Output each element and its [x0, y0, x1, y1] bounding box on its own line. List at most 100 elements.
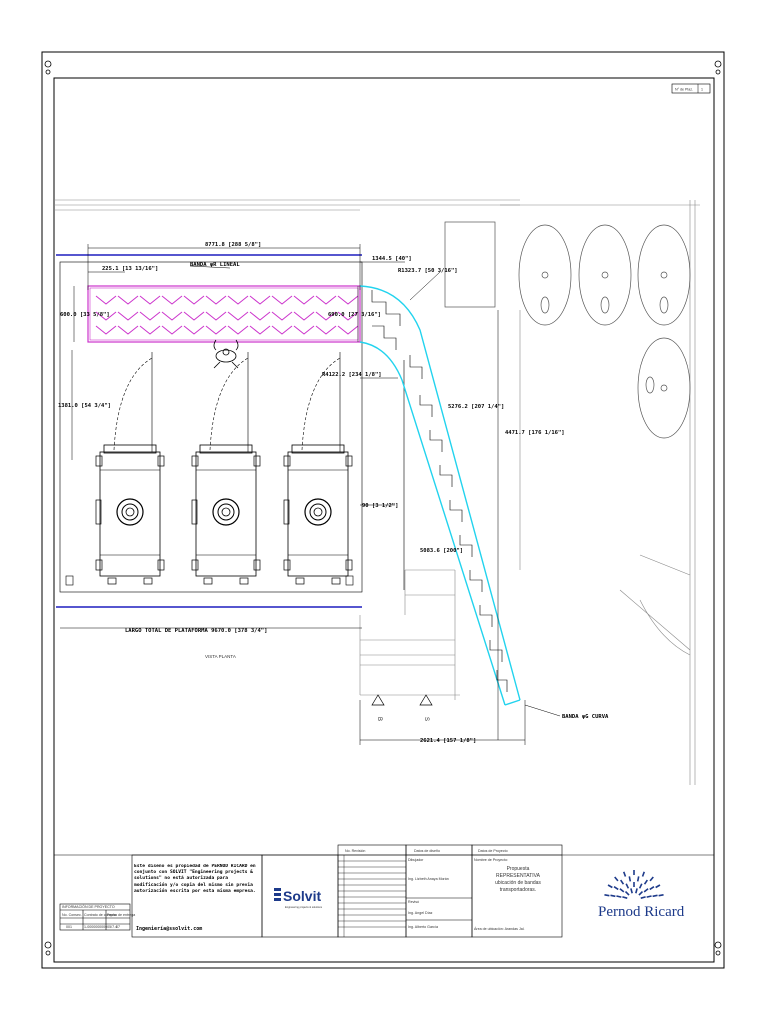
- revision-header: No. Revisión: [345, 849, 365, 853]
- filling-machine: [191, 352, 261, 585]
- emblem-ray: [643, 879, 648, 885]
- view-label: VISTA PLANTA: [205, 654, 236, 659]
- dim-top-width: 8771.8 [288 5/8"]: [205, 242, 261, 248]
- emblem-ray: [622, 871, 627, 877]
- emblem-ray: [630, 888, 633, 894]
- emblem-ray: [610, 894, 616, 898]
- linear-band: [87, 285, 361, 343]
- emblem-ray: [652, 894, 658, 898]
- equipment-box: [444, 221, 496, 308]
- emblem-ray: [635, 888, 638, 894]
- disclaimer-text: Este diseño es propiedad de PERNOD RICAR…: [134, 864, 256, 894]
- info-table-val-2: 1-000000000005/7.4: [84, 925, 117, 929]
- curved-band-steps: [371, 290, 508, 692]
- emblem-ray: [619, 888, 625, 893]
- emblem-ray: [625, 883, 630, 889]
- info-table-title: INFORMACIÓN DE PROYECTO: [62, 904, 115, 909]
- emblem-ray: [620, 879, 625, 885]
- operator-icon: [213, 339, 239, 369]
- contact-email[interactable]: Ingeniería@ssolvit.com: [136, 925, 202, 932]
- reviewer-name: Ing. Angel Díaz: [408, 911, 433, 915]
- client-name: Pernod Ricard: [598, 904, 685, 920]
- emblem-ray: [613, 886, 619, 891]
- view-markers: [371, 694, 433, 706]
- location: Área de ubicación: Arandas Jal.: [474, 927, 525, 931]
- emblem-ray: [641, 871, 646, 877]
- dim-left-vertical: 1381.0 [54 3/4"]: [58, 403, 111, 409]
- marker-square-left: [65, 575, 74, 586]
- filling-machine: [95, 352, 165, 585]
- approver-name: Ing. Alberto García: [408, 925, 438, 929]
- dim-bottom-width: 2621.4 [157 1/8"]: [420, 738, 476, 744]
- emblem-ray: [622, 896, 628, 899]
- disclaimer-box: Este diseño es propiedad de PERNOD RICAR…: [134, 864, 256, 894]
- emblem-ray: [646, 895, 652, 898]
- page-number: 1: [701, 88, 703, 92]
- corner-marks: [44, 60, 722, 956]
- label-band-linear: BANDA φR LINEAL: [190, 262, 240, 268]
- emblem-ray: [628, 876, 632, 882]
- outer-frame: [41, 51, 725, 969]
- drawer-label: Dibujador: [408, 858, 424, 862]
- project-name: Propuesta REPRESENTATIVA ubicación de ba…: [495, 866, 541, 893]
- emblem-ray: [604, 894, 610, 897]
- solvit-tagline: Engineering projects & solutions: [285, 905, 323, 909]
- project-header: Datos de Proyecto: [478, 849, 508, 853]
- dim-curve-radius: R1323.7 [50 3/16"]: [398, 268, 458, 274]
- info-table-col-1: No. Consec.: [62, 913, 82, 917]
- solvit-name: Solvit: [283, 888, 321, 904]
- reviewer-label: Revisó: [408, 900, 419, 904]
- info-table-col-2: Contrato de compra: [84, 913, 116, 917]
- dim-band-height-left: 600.0 [33 5/8"]: [60, 312, 110, 318]
- page-number-box: N° de Plaz. 1: [671, 83, 711, 94]
- emblem-ray: [638, 883, 643, 889]
- emblem-ray: [640, 896, 646, 899]
- dim-diag-length: 5276.2 [207 1/4"]: [448, 404, 504, 410]
- filling-machines: [95, 352, 353, 585]
- info-table-col-3: Fecha de entrega: [107, 913, 135, 917]
- emblem-ray: [636, 876, 640, 882]
- platform-outline: [59, 261, 405, 593]
- dim-left-small: 225.1 [13 13/16"]: [102, 266, 158, 272]
- dim-small-gap: 90 [3 1/2"]: [362, 503, 398, 509]
- filling-machine: [283, 352, 353, 585]
- curved-band: [359, 285, 521, 706]
- building-walls: [54, 199, 700, 785]
- dim-diag-lower: 5083.6 [200"]: [420, 548, 463, 554]
- dim-right-vertical: 4471.7 [176 1/16"]: [505, 430, 565, 436]
- dim-total-length: LARGO TOTAL DE PLATAFORMA 9670.0 [378 3/…: [125, 628, 267, 634]
- emblem-ray: [614, 876, 619, 882]
- pernod-ricard-emblem-icon: [604, 870, 664, 899]
- revision-grid: [338, 855, 406, 937]
- info-table-val-3: 07: [116, 925, 120, 929]
- marker-square-right: [345, 575, 354, 586]
- dimension-lines: [60, 244, 561, 745]
- info-table-val-1: 001: [66, 925, 72, 929]
- dim-band-height-right: 690.0 [27 3/16"]: [328, 312, 381, 318]
- emblem-ray: [655, 884, 661, 889]
- emblem-ray: [638, 890, 644, 896]
- storage-tanks: [518, 224, 691, 439]
- marker-s: S: [423, 717, 429, 721]
- dim-top-right-short: 1344.5 [40"]: [372, 256, 412, 262]
- dim-radius-lower: R4122.2 [234 1/8"]: [322, 372, 382, 378]
- project-name-box: Propuesta REPRESENTATIVA ubicación de ba…: [495, 866, 541, 893]
- emblem-ray: [624, 890, 630, 896]
- solvit-logo: Solvit Engineering projects & solutions: [274, 888, 323, 909]
- emblem-ray: [616, 895, 622, 898]
- emblem-ray: [658, 894, 664, 897]
- drawer-name: Ing. Lizbeth Anaya Morán: [408, 877, 449, 881]
- emblem-ray: [649, 876, 654, 882]
- design-header: Datos de diseño: [414, 849, 440, 853]
- label-band-curve: BANDA φG CURVA: [562, 714, 609, 720]
- page-label: N° de Plaz.: [675, 88, 693, 92]
- emblem-ray: [643, 888, 649, 893]
- pernod-ricard-logo: Pernod Ricard: [598, 870, 685, 920]
- emblem-ray: [607, 884, 613, 889]
- emblem-ray: [649, 886, 655, 891]
- project-name-label: Nombre de Proyecto:: [474, 858, 508, 862]
- inner-frame: [53, 77, 715, 963]
- platform-lines: [56, 254, 362, 608]
- marker-b: B: [376, 717, 382, 721]
